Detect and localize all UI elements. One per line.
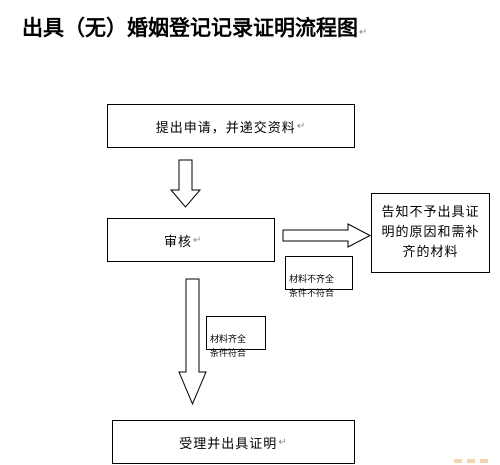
- corner-decoration: [454, 459, 488, 463]
- arrow-review-to-notify: [282, 223, 372, 248]
- step-notify-label: 告知不予出具证明的原因和需补齐的材料: [381, 205, 480, 260]
- step-review-label: 审核: [164, 234, 193, 250]
- page-title: 出具（无）婚姻登记记录证明流程图↵: [22, 12, 367, 42]
- step-notify-box: 告知不予出具证明的原因和需补齐的材料: [371, 193, 490, 273]
- step-review-box: 审核↵: [107, 218, 275, 262]
- paragraph-mark-icon: ↵: [359, 27, 368, 38]
- decoration-dot: [454, 459, 462, 463]
- step-submit-box: 提出申请，并递交资料↵: [107, 104, 355, 148]
- step-accept-label: 受理并出具证明: [179, 436, 278, 452]
- condition-complete-label: 材料齐全 条件符合: [210, 335, 247, 359]
- paragraph-mark-icon: ↵: [193, 234, 203, 246]
- step-accept-box: 受理并出具证明↵: [112, 420, 355, 464]
- decoration-dot: [467, 459, 475, 463]
- arrow-submit-to-review: [169, 159, 202, 208]
- condition-complete-box: 材料齐全 条件符合: [206, 316, 266, 359]
- page-title-text: 出具（无）婚姻登记记录证明流程图: [22, 15, 358, 40]
- step-submit-label: 提出申请，并递交资料: [155, 120, 296, 136]
- decoration-dot: [480, 459, 488, 463]
- condition-incomplete-label: 材料不齐全 条件不符合: [289, 275, 335, 299]
- paragraph-mark-icon: ↵: [278, 436, 288, 448]
- arrow-review-to-accept: [178, 278, 207, 406]
- paragraph-mark-icon: ↵: [296, 120, 307, 132]
- condition-incomplete-box: 材料不齐全 条件不符合: [285, 256, 353, 299]
